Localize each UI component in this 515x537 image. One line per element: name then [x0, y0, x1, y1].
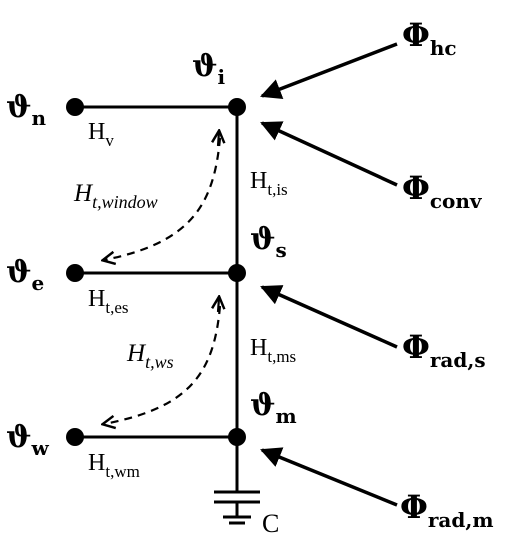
label-h-t-es: Ht,es	[88, 286, 128, 317]
label-theta-w: ϑw	[6, 420, 49, 460]
phi-conv-arrow	[260, 121, 398, 187]
label-theta-i: ϑi	[192, 49, 225, 89]
label-h-t-window: Ht,window	[73, 180, 158, 212]
label-h-t-is: Ht,is	[250, 168, 288, 199]
ws-transfer-arrow-top	[218, 298, 219, 313]
phi-rad-s-arrow	[260, 285, 398, 349]
capacitor-symbol	[214, 490, 260, 525]
phi-hc-arrow	[260, 42, 398, 100]
ws-transfer-arrow	[104, 305, 222, 424]
label-theta-n: ϑn	[6, 90, 46, 130]
label-h-t-wm: Ht,wm	[88, 450, 140, 481]
node-dot-e	[66, 264, 84, 282]
node-dot-n	[66, 98, 84, 116]
label-theta-m: ϑm	[250, 388, 297, 428]
label-h-t-ms: Ht,ms	[250, 335, 296, 366]
label-phi-rad-s: Φrad,s	[402, 328, 486, 372]
window-transfer-arrow-top	[218, 132, 219, 147]
label-phi-conv: Φconv	[402, 169, 483, 213]
label-h-t-ws: Ht,ws	[126, 340, 174, 372]
node-dot-i	[228, 98, 246, 116]
node-dot-w	[66, 428, 84, 446]
label-capacitance: C	[262, 509, 279, 537]
node-dot-m	[228, 428, 246, 446]
phi-rad-m-arrow	[260, 447, 398, 507]
label-phi-hc: Φhc	[402, 16, 457, 60]
label-h-v: Hv	[88, 119, 114, 150]
label-phi-rad-m: Φrad,m	[400, 488, 493, 532]
label-theta-e: ϑe	[6, 255, 44, 295]
window-transfer-arrow	[104, 137, 222, 260]
node-dot-s	[228, 264, 246, 282]
label-theta-s: ϑs	[250, 222, 287, 262]
